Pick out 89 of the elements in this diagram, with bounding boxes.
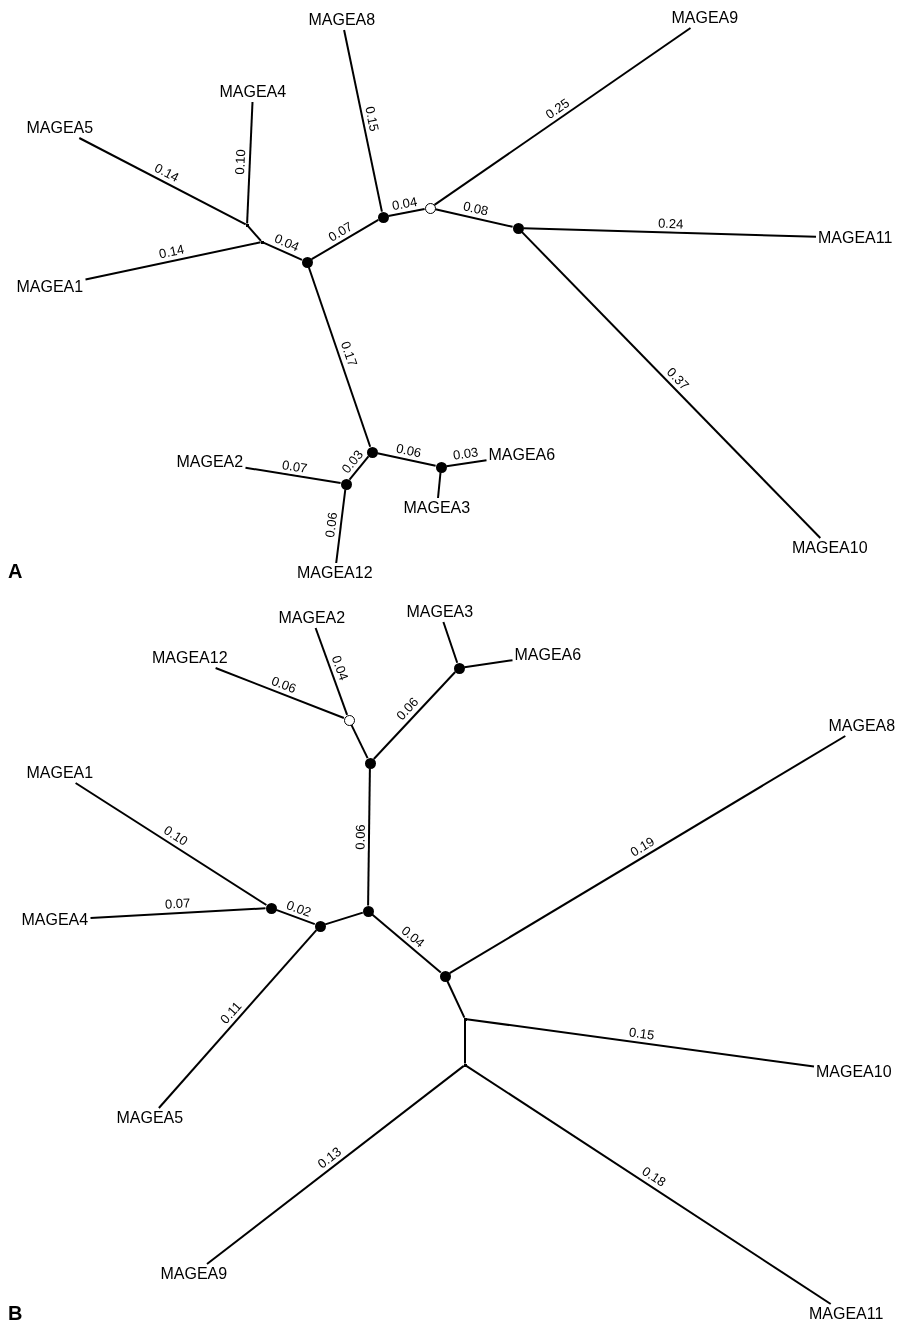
taxon-label: MAGEA10 bbox=[816, 1063, 892, 1081]
branch-line bbox=[244, 466, 342, 485]
node-dot bbox=[265, 902, 277, 914]
taxon-label: MAGEA6 bbox=[488, 446, 556, 464]
taxon-label: MAGEA11 bbox=[818, 229, 893, 247]
branch-line bbox=[442, 621, 459, 664]
taxon-label: MAGEA8 bbox=[828, 717, 896, 735]
branch-junction bbox=[260, 240, 264, 244]
taxon-label: MAGEA12 bbox=[152, 649, 228, 667]
open-node-circle bbox=[343, 714, 355, 726]
branch-line bbox=[376, 452, 437, 467]
branch-line bbox=[372, 671, 457, 760]
taxon-label: MAGEA2 bbox=[278, 609, 346, 627]
branch-line bbox=[84, 241, 262, 281]
branch-line bbox=[371, 913, 442, 974]
branch-length: 0.07 bbox=[325, 218, 356, 245]
branch-line bbox=[445, 459, 488, 468]
taxon-label: MAGEA3 bbox=[406, 603, 474, 621]
taxon-label: MAGEA5 bbox=[116, 1109, 184, 1127]
branch-line bbox=[324, 911, 364, 926]
node-dot bbox=[314, 920, 326, 932]
branch-length: 0.06 bbox=[352, 823, 368, 851]
node-dot bbox=[366, 446, 378, 458]
node-dot bbox=[362, 905, 374, 917]
branch-line bbox=[89, 907, 267, 919]
taxon-label: MAGEA4 bbox=[21, 911, 89, 929]
taxon-label: MAGEA5 bbox=[26, 119, 94, 137]
branch-line bbox=[464, 1019, 466, 1065]
branch-length: 0.15 bbox=[362, 104, 382, 134]
branch-line bbox=[214, 667, 345, 719]
branch-length: 0.04 bbox=[390, 194, 420, 214]
node-dot bbox=[512, 222, 524, 234]
node-dot bbox=[301, 256, 313, 268]
branch-length: 0.07 bbox=[163, 896, 192, 912]
branch-line bbox=[448, 735, 847, 975]
branch-line bbox=[434, 208, 514, 228]
branch-line bbox=[437, 471, 442, 499]
branch-line bbox=[465, 1018, 815, 1068]
branch-length: 0.10 bbox=[233, 148, 249, 177]
taxon-label: MAGEA2 bbox=[176, 453, 244, 471]
branch-line bbox=[522, 227, 817, 238]
taxon-label: MAGEA3 bbox=[403, 499, 471, 517]
branch-line bbox=[206, 1064, 465, 1265]
branch-line bbox=[350, 723, 369, 760]
branch-line bbox=[78, 137, 247, 226]
branch-line bbox=[247, 225, 262, 242]
branch-line bbox=[275, 908, 316, 926]
branch-junction bbox=[245, 223, 249, 227]
branch-line bbox=[465, 1064, 832, 1305]
taxon-label: MAGEA4 bbox=[219, 83, 287, 101]
branch-line bbox=[367, 767, 371, 907]
branch-line bbox=[348, 455, 370, 481]
branch-junction bbox=[463, 1017, 467, 1021]
node-dot bbox=[453, 662, 465, 674]
branch-line bbox=[463, 659, 514, 669]
taxon-label: MAGEA11 bbox=[809, 1305, 884, 1323]
branch-line bbox=[446, 980, 466, 1019]
node-dot bbox=[439, 970, 451, 982]
branch-line bbox=[343, 29, 383, 213]
taxon-label: MAGEA1 bbox=[16, 278, 84, 296]
branch-line bbox=[314, 627, 349, 716]
branch-length: 0.24 bbox=[656, 216, 685, 231]
branch-junction bbox=[463, 1063, 467, 1067]
branch-line bbox=[262, 241, 303, 261]
branch-line bbox=[246, 101, 254, 225]
node-dot bbox=[364, 757, 376, 769]
branch-line bbox=[335, 488, 347, 564]
taxon-label: MAGEA9 bbox=[671, 9, 739, 27]
branch-length: 0.15 bbox=[627, 1025, 657, 1043]
panel-letter: A bbox=[8, 560, 23, 583]
node-dot bbox=[340, 478, 352, 490]
open-node-circle bbox=[424, 202, 436, 214]
branch-length: 0.07 bbox=[280, 457, 310, 476]
branch-line bbox=[307, 266, 372, 448]
taxon-label: MAGEA9 bbox=[160, 1265, 228, 1283]
node-dot bbox=[377, 211, 389, 223]
taxon-label: MAGEA12 bbox=[297, 564, 373, 582]
node-dot bbox=[435, 461, 447, 473]
taxon-label: MAGEA10 bbox=[792, 539, 868, 557]
branch-line bbox=[520, 230, 822, 539]
branch-line bbox=[387, 208, 426, 217]
branch-line bbox=[74, 782, 268, 906]
panel-letter: B bbox=[8, 1302, 23, 1325]
branch-line bbox=[157, 929, 318, 1109]
branch-line bbox=[433, 27, 692, 206]
branch-line bbox=[310, 218, 380, 261]
taxon-label: MAGEA1 bbox=[26, 764, 94, 782]
taxon-label: MAGEA6 bbox=[514, 646, 582, 664]
taxon-label: MAGEA8 bbox=[308, 11, 376, 29]
